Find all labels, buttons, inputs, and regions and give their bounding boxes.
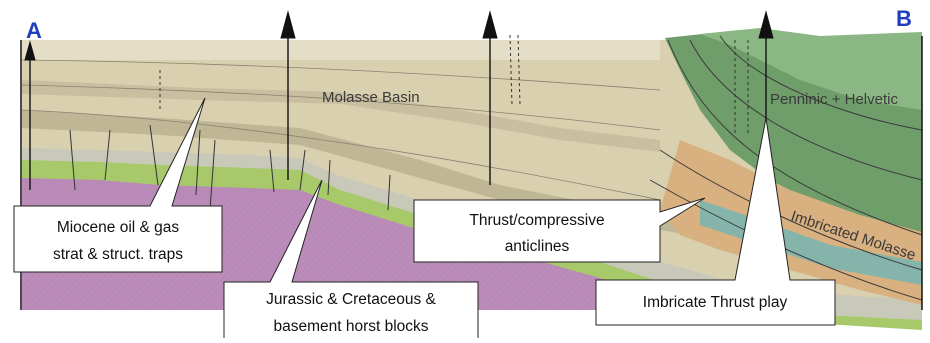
sky-area — [0, 0, 930, 36]
miocene-callout-line1: Miocene oil & gas — [57, 219, 180, 236]
jurassic-callout-line1: Jurassic & Cretaceous & — [266, 291, 436, 308]
foreland-surface — [22, 40, 660, 60]
miocene-callout-line2: strat & struct. traps — [53, 246, 183, 263]
penninic-helvetic-label: Penninic + Helvetic — [770, 91, 898, 108]
molasse-basin-label: Molasse Basin — [322, 89, 420, 106]
endpoint-b-label: B — [896, 6, 912, 32]
thrust-callout-line2: anticlines — [505, 238, 570, 255]
jurassic-callout-line2: basement horst blocks — [273, 318, 428, 335]
endpoint-a-label: A — [26, 18, 42, 44]
thrust-callout-line1: Thrust/compressive — [469, 212, 604, 229]
imbricate-callout-text: Imbricate Thrust play — [643, 294, 788, 311]
